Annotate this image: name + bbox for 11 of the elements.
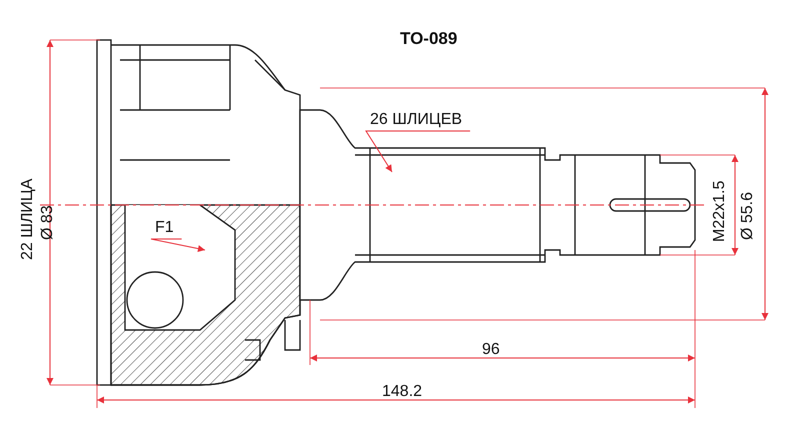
dimension-label: Ø 55.6 [740, 192, 756, 240]
leader-line [365, 130, 471, 172]
callout-text: F1 [155, 220, 174, 236]
leader-line [150, 238, 206, 252]
dimension-label: 96 [482, 342, 500, 358]
dimension-label: Ø 83 [40, 205, 56, 240]
part-number: TO-089 [400, 30, 458, 47]
callout-text: 26 ШЛИЦЕВ [370, 112, 462, 128]
dimension-label: M22x1.5 [712, 180, 728, 242]
dimension-label: 22 ШЛИЦА [20, 178, 36, 260]
dimension-label: 148.2 [382, 384, 422, 400]
